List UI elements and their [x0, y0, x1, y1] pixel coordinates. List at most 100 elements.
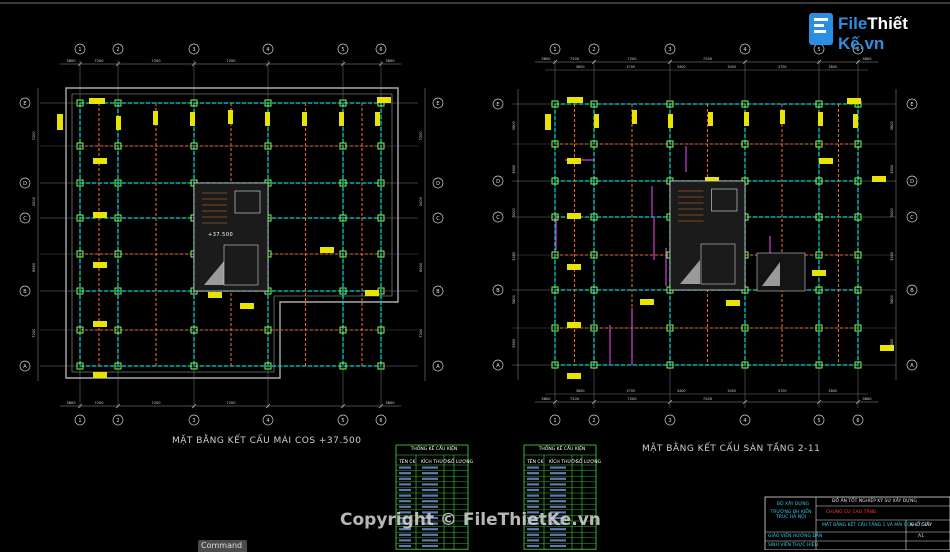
grid-bubble-icon: [813, 414, 825, 426]
command-line-tab[interactable]: Command: [198, 540, 247, 552]
column-mark-icon: [567, 264, 581, 270]
grid-letter-label: D: [436, 181, 440, 187]
column-node: [590, 177, 598, 185]
grid-letter-label: A: [436, 364, 440, 370]
table-cell-placeholder: [527, 466, 539, 469]
column-node: [590, 140, 598, 148]
dimension-tick: [265, 403, 271, 409]
level-marker-label: +37.500: [208, 232, 234, 238]
column-node: [815, 213, 823, 221]
column-node: [551, 286, 559, 294]
column-node: [854, 213, 862, 221]
dimension-tick: [77, 61, 83, 67]
table-cell-placeholder: [422, 539, 438, 542]
table-cell-placeholder: [527, 483, 539, 486]
grid-number-label: 2: [116, 47, 119, 53]
column-node: [114, 250, 122, 258]
grid-letter-label: E: [910, 102, 913, 108]
site-logo[interactable]: [806, 8, 946, 52]
column-node: [377, 250, 385, 258]
right-plan-core: [669, 180, 746, 291]
building-perimeter: [65, 87, 399, 379]
column-mark-icon: [93, 158, 107, 164]
grid-bubble-icon: [432, 177, 444, 189]
grid-bubble-icon: [664, 43, 676, 55]
column-mark-icon: [853, 114, 858, 128]
column-node: [114, 287, 122, 295]
tb-sheet-label: KHỔ GIẤY: [910, 523, 932, 528]
column-node: [854, 286, 862, 294]
dimension-value-inner: 3400: [727, 389, 736, 393]
column-node: [815, 177, 823, 185]
dimension-tick: [340, 403, 346, 409]
grid-number-label: 5: [341, 47, 344, 53]
dimension-tick: [742, 399, 748, 405]
column-node: [377, 179, 385, 187]
table-cell-placeholder: [399, 500, 411, 503]
column-mark-icon: [93, 212, 107, 218]
column-mark-icon: [668, 114, 673, 128]
elevator-shaft: [234, 190, 261, 214]
table-cell-placeholder: [527, 488, 539, 492]
grid-letter-label: B: [496, 288, 500, 294]
dimension-value: 3800: [862, 57, 872, 61]
column-mark-icon: [265, 112, 270, 126]
column-node: [551, 251, 559, 259]
column-mark-icon: [567, 158, 581, 164]
dimension-value-side: 6600: [419, 262, 423, 272]
grid-letter-label: E: [496, 102, 499, 108]
grid-number-label: 5: [817, 418, 820, 424]
left-plan-caption: MẶT BẰNG KẾT CẤU MÁI COS +37.500: [172, 436, 362, 446]
column-mark-icon: [880, 345, 894, 351]
table-cell-placeholder: [399, 477, 411, 480]
table-cell-placeholder: [399, 544, 411, 548]
dimension-value: 7200: [94, 401, 104, 405]
dimension-tick: [855, 399, 861, 405]
grid-number-label: 2: [592, 418, 595, 424]
column-mark-icon: [57, 114, 63, 130]
column-node: [76, 142, 84, 150]
grid-letter-label: B: [436, 289, 440, 295]
table-cell-placeholder: [550, 466, 566, 469]
grid-letter-label: E: [436, 101, 439, 107]
column-node: [741, 324, 749, 332]
table-cell-placeholder: [527, 539, 539, 542]
column-node: [114, 179, 122, 187]
dimension-value-side: 3000: [890, 207, 894, 217]
column-mark-icon: [228, 110, 233, 124]
column-mark-icon: [567, 373, 581, 379]
table-cell-placeholder: [399, 472, 411, 475]
dimension-value-side: 3600: [512, 120, 516, 130]
column-node: [339, 214, 347, 222]
column-node: [815, 140, 823, 148]
dimension-value: 7200: [226, 401, 236, 405]
column-mark-icon: [567, 213, 581, 219]
column-mark-icon: [93, 262, 107, 268]
dimension-value-inner: 3800: [576, 65, 585, 69]
column-node: [815, 100, 823, 108]
dimension-tick: [591, 399, 597, 405]
column-mark-icon: [208, 292, 222, 298]
dimension-value: 7200: [226, 59, 236, 63]
dimension-tick: [191, 403, 197, 409]
building-perimeter-inner: [71, 93, 393, 373]
column-node: [377, 326, 385, 334]
dimension-tick: [816, 59, 822, 65]
grid-number-label: 5: [341, 418, 344, 424]
grid-bubble-icon: [588, 43, 600, 55]
column-node: [76, 362, 84, 370]
dimension-value-side: 3600: [890, 338, 894, 348]
dimension-value-side: 3000: [32, 196, 36, 206]
table-cell-placeholder: [550, 528, 566, 531]
column-node: [590, 324, 598, 332]
dimension-tick: [552, 399, 558, 405]
core-room: [700, 243, 736, 285]
schedule-table-frame: [395, 444, 469, 550]
dimension-value-inner: 3700: [626, 65, 635, 69]
column-node: [854, 177, 862, 185]
